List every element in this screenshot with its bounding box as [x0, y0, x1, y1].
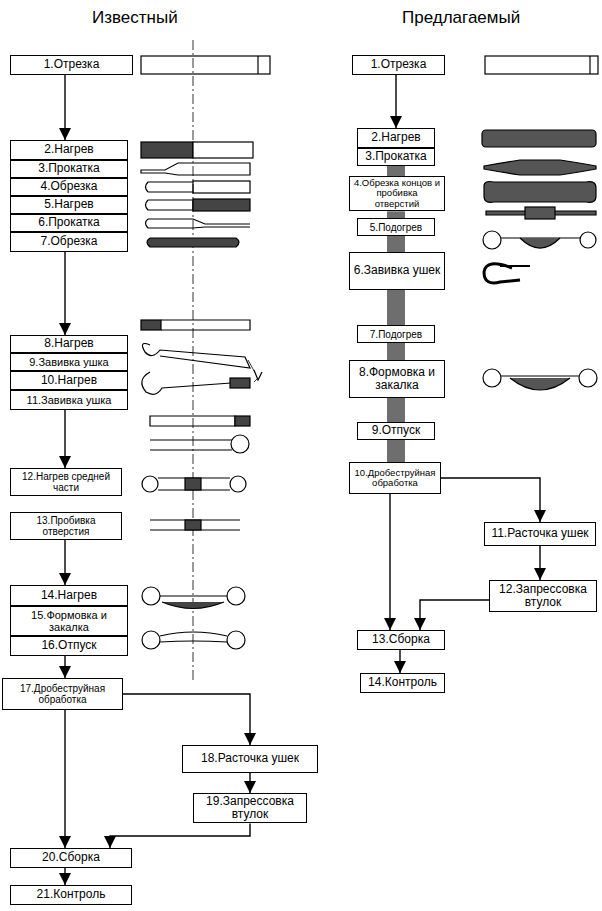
step-label: 13.Пробивка отверстия — [14, 515, 118, 537]
flow-arrow — [64, 540, 65, 585]
process-box: 2.Нагрев — [10, 140, 128, 160]
process-box: 9.Отпуск — [357, 422, 435, 440]
flow-arrow — [64, 710, 65, 848]
step-label: 3.Прокатка — [38, 162, 100, 175]
flow-arrow — [123, 694, 250, 745]
process-box: 3.Прокатка — [10, 160, 128, 178]
process-box: 12.Запрессовка втулок — [489, 580, 597, 612]
flow-arrow — [64, 656, 65, 678]
flow-arrow — [64, 252, 65, 335]
process-box: 13.Сборка — [357, 630, 445, 650]
process-box: 14.Контроль — [360, 673, 445, 693]
step-label: 6.Прокатка — [38, 216, 100, 229]
step-label: 2.Нагрев — [371, 131, 420, 144]
blank-sketch — [485, 56, 598, 74]
step-label: 14.Нагрев — [41, 589, 97, 602]
step-label: 17.Дробеструйная обработка — [6, 683, 119, 705]
process-box: 14.Нагрев — [10, 585, 128, 606]
flow-arrow — [539, 546, 540, 580]
process-box: 20.Сборка — [10, 848, 132, 868]
column-heading: Предлагаемый — [402, 8, 520, 28]
step-label: 8.Нагрев — [44, 337, 93, 350]
flow-bar — [387, 398, 405, 422]
process-box: 19.Запрессовка втулок — [193, 793, 307, 823]
flow-arrow — [420, 600, 489, 630]
flow-arrow — [441, 478, 540, 522]
step-label: 11.Завивка ушка — [27, 394, 112, 406]
step-label: 9.Завивка ушка — [29, 356, 109, 368]
process-box: 13.Пробивка отверстия — [10, 512, 122, 540]
step-label: 4.Обрезка концов и пробивка отверстий — [353, 178, 441, 209]
step-label: 13.Сборка — [372, 633, 430, 646]
flow-arrow — [389, 494, 390, 630]
process-box: 10.Дробеструйная обработка — [349, 462, 441, 494]
step-label: 12.Нагрев средней части — [14, 471, 118, 493]
flow-arrow — [399, 650, 400, 673]
step-label: 9.Отпуск — [372, 424, 420, 437]
process-box: 6.Завивка ушек — [349, 252, 445, 290]
step-label: 10.Нагрев — [41, 374, 97, 387]
flow-bar — [387, 343, 405, 360]
step-label: 21.Контроль — [37, 888, 106, 901]
process-box: 8.Формовка и закалка — [349, 360, 445, 398]
process-box: 4.Обрезка — [10, 178, 128, 196]
process-box: 10.Нагрев — [10, 371, 128, 390]
step-label: 1.Отрезка — [371, 58, 427, 71]
step-label: 10.Дробеструйная обработка — [353, 468, 437, 489]
process-box: 7.Обрезка — [10, 232, 128, 252]
flow-arrow — [395, 75, 396, 128]
flow-bar — [387, 440, 405, 462]
process-box: 8.Нагрев — [10, 335, 128, 353]
step-label: 11.Расточка ушек — [491, 527, 588, 540]
flow-bar — [387, 166, 405, 176]
process-box: 6.Прокатка — [10, 214, 128, 232]
process-box: 11.Расточка ушек — [484, 522, 596, 546]
step-label: 8.Формовка и закалка — [353, 366, 441, 392]
flow-arrow — [64, 75, 65, 140]
step-label: 1.Отрезка — [44, 58, 100, 71]
process-box: 15.Формовка и закалка — [10, 606, 128, 636]
step-label: 5.Подогрев — [370, 222, 422, 233]
step-label: 20.Сборка — [42, 851, 100, 864]
step-label: 15.Формовка и закалка — [14, 609, 124, 633]
process-box: 7.Подогрев — [357, 325, 435, 343]
step-label: 18.Расточка ушек — [201, 752, 299, 765]
process-box: 3.Прокатка — [357, 148, 435, 166]
process-box: 2.Нагрев — [357, 128, 435, 148]
flow-arrow — [64, 868, 65, 885]
step-label: 6.Завивка ушек — [354, 264, 440, 277]
process-box: 1.Отрезка — [352, 55, 445, 75]
process-box: 1.Отрезка — [10, 55, 133, 75]
process-box: 5.Нагрев — [10, 196, 128, 214]
process-box: 18.Расточка ушек — [182, 745, 318, 773]
flow-bar — [387, 290, 405, 325]
step-label: 12.Запрессовка втулок — [493, 583, 593, 609]
step-label: 16.Отпуск — [41, 639, 96, 652]
process-box: 12.Нагрев средней части — [10, 468, 122, 496]
step-label: 3.Прокатка — [365, 150, 427, 163]
step-label: 7.Подогрев — [370, 329, 422, 340]
process-box: 21.Контроль — [10, 885, 132, 905]
process-box: 16.Отпуск — [10, 636, 128, 656]
flow-bar — [387, 211, 405, 218]
process-box: 17.Дробеструйная обработка — [2, 678, 123, 710]
process-box: 5.Подогрев — [357, 218, 435, 236]
flow-arrow — [110, 823, 250, 848]
step-label: 19.Запрессовка втулок — [197, 795, 303, 821]
step-label: 5.Нагрев — [44, 198, 93, 211]
step-label: 2.Нагрев — [44, 143, 93, 156]
process-box: 11.Завивка ушка — [10, 390, 128, 410]
flow-arrow — [249, 773, 250, 793]
process-box: 9.Завивка ушка — [10, 353, 128, 371]
flow-bar — [387, 236, 405, 252]
step-label: 4.Обрезка — [41, 180, 98, 193]
step-label: 14.Контроль — [368, 676, 437, 689]
column-heading: Известный — [92, 8, 178, 28]
blank-sketch — [141, 56, 270, 74]
step-label: 7.Обрезка — [41, 235, 98, 248]
flow-arrow — [64, 410, 65, 468]
process-box: 4.Обрезка концов и пробивка отверстий — [349, 176, 445, 211]
